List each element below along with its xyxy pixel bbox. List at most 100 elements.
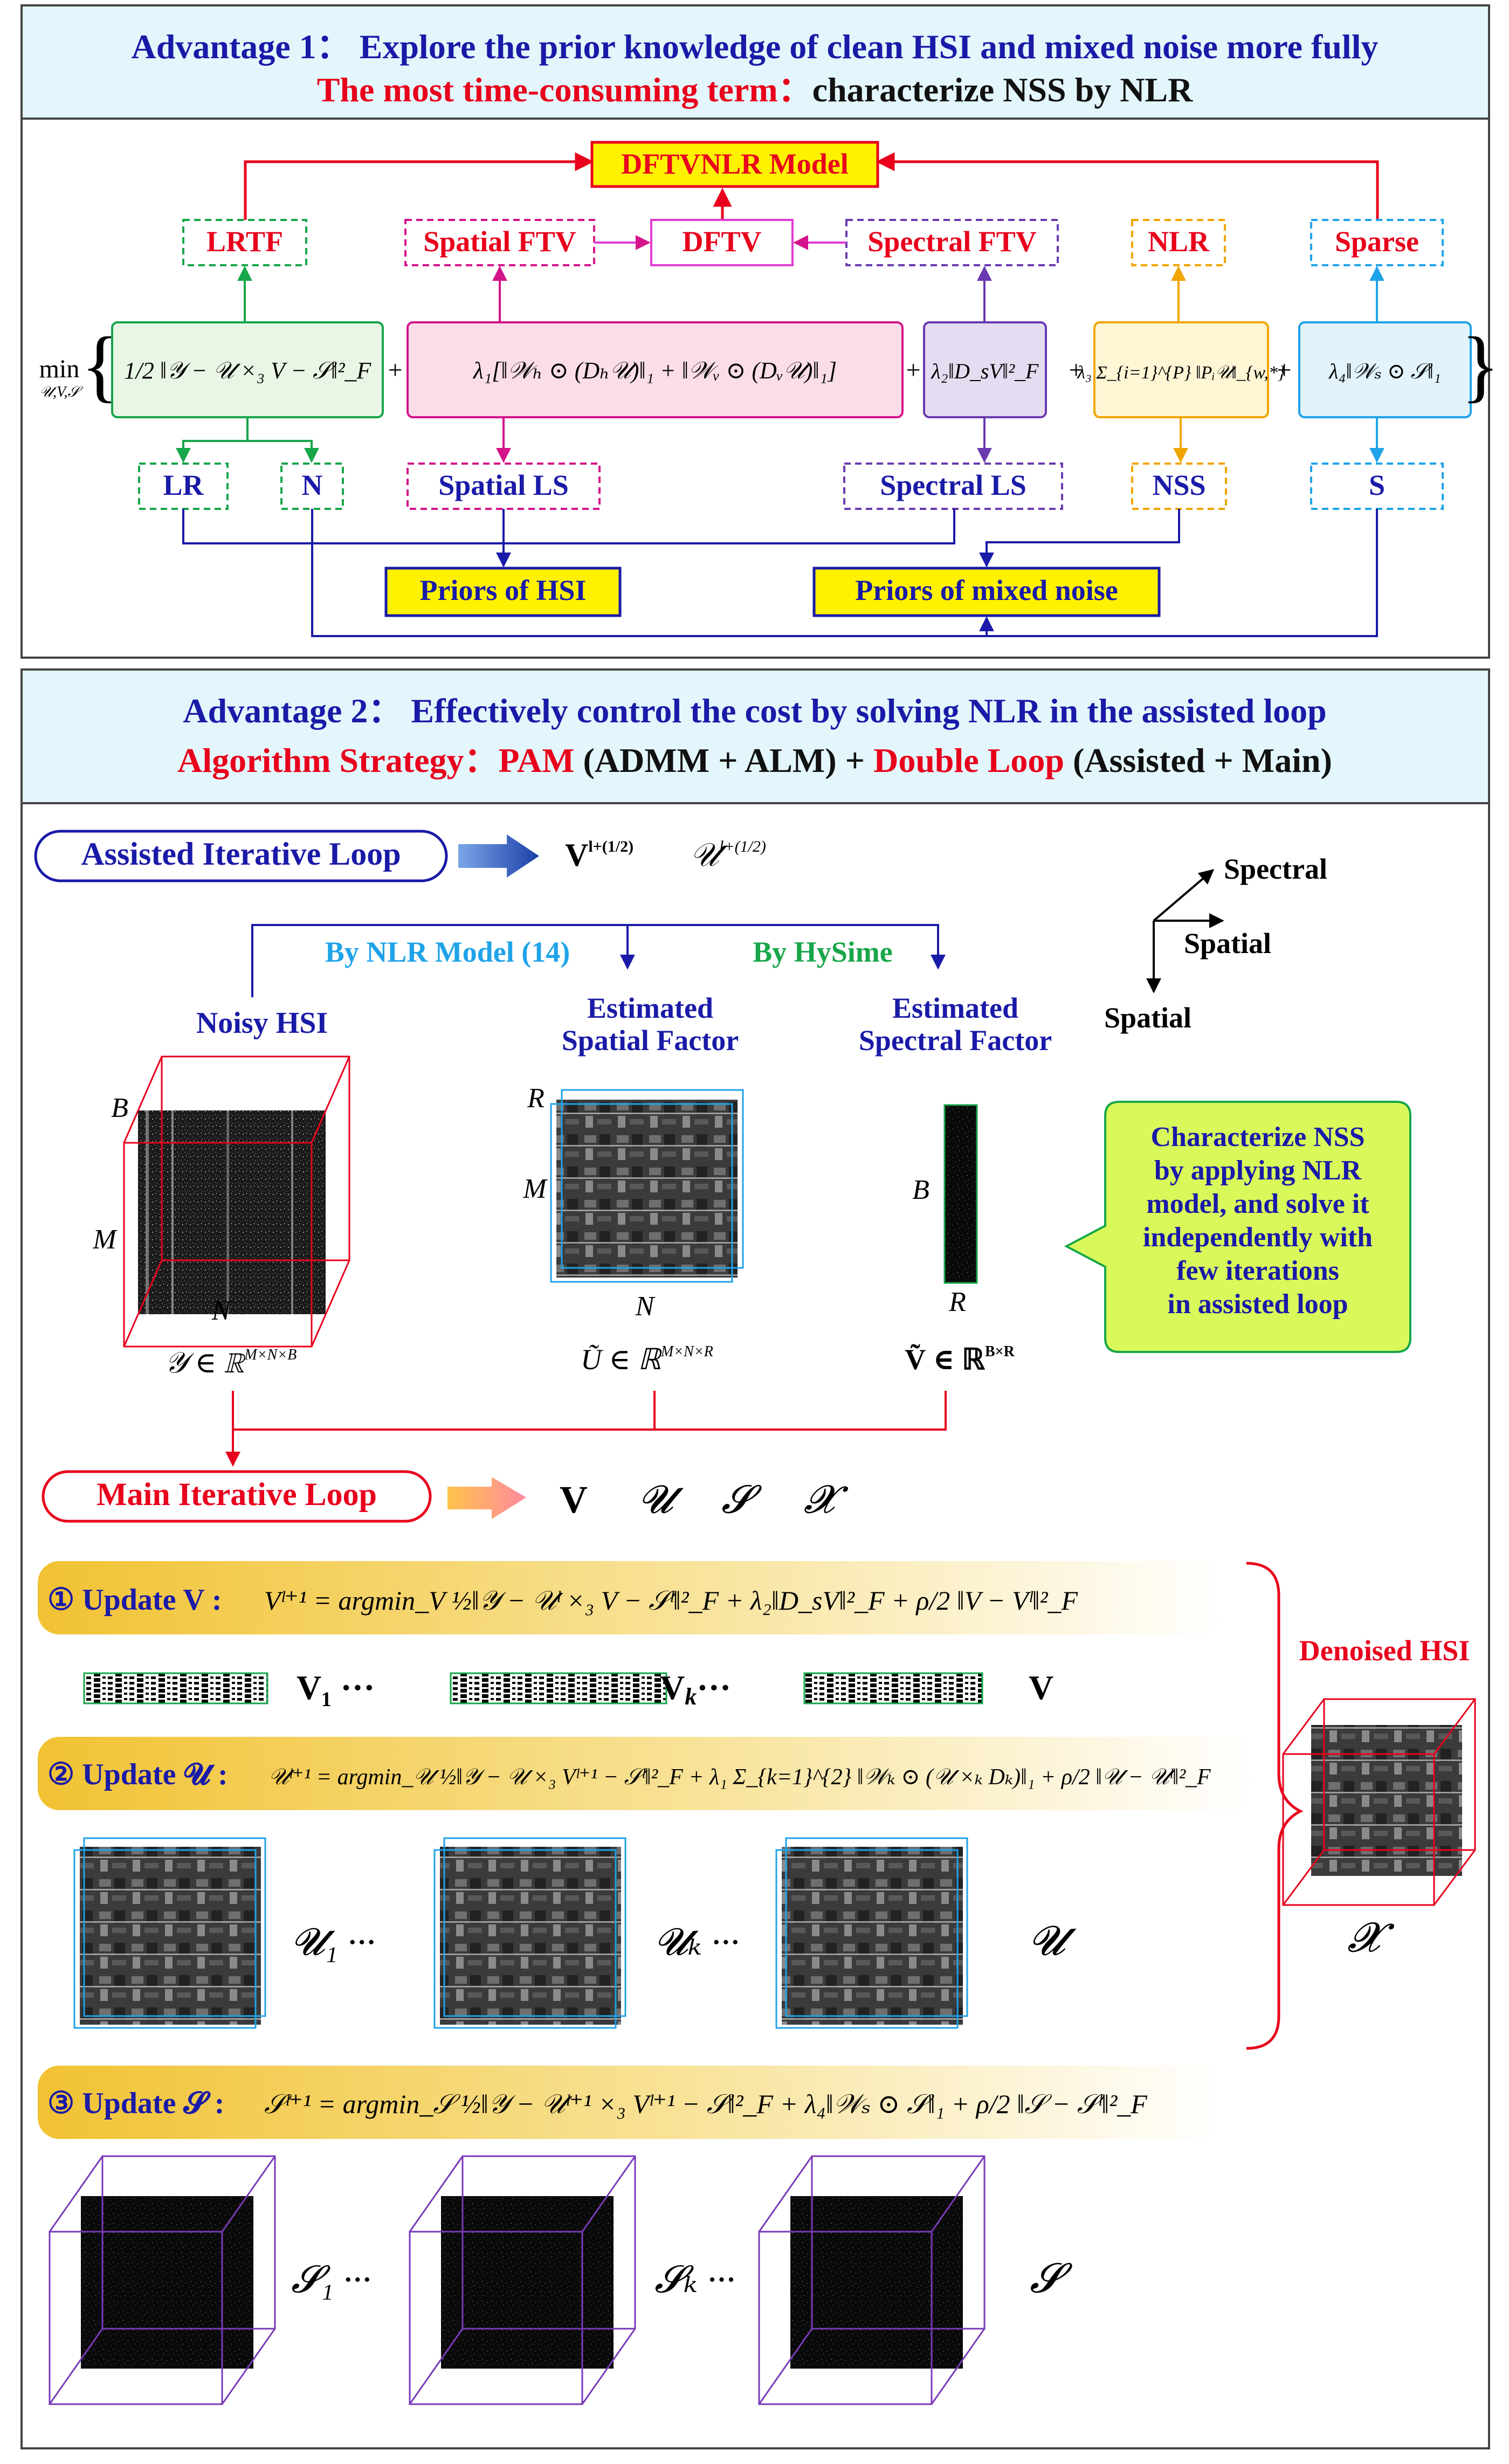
- term5-text: λ₄‖𝒲ₛ ⊙ 𝒮‖₁: [1328, 359, 1441, 383]
- u1-label: 𝓤₁ ···: [291, 1922, 375, 1963]
- update-v-label: ① Update V :: [47, 1583, 222, 1617]
- callout-line-1: Characterize NSS: [1150, 1122, 1365, 1152]
- link-n-s-noise: [311, 509, 1378, 637]
- priors-hsi-box: [384, 567, 622, 617]
- s-label: S: [1369, 469, 1385, 501]
- noisy-dim-m: M: [92, 1224, 118, 1255]
- est-spectral-label-1: Estimated: [892, 992, 1018, 1024]
- noisy-dim-n: N: [211, 1295, 232, 1326]
- est-spectral-label-2: Spectral Factor: [859, 1024, 1052, 1057]
- spectral-ftv-label: Spectral FTV: [867, 225, 1036, 258]
- spectral-ls-label: Spectral LS: [880, 469, 1026, 501]
- v-label: V: [1029, 1668, 1053, 1707]
- nlr-box: [1131, 219, 1226, 266]
- update-v-bar: [38, 1561, 1224, 1634]
- axis-spectral-label: Spectral: [1224, 853, 1327, 885]
- panel2-header: [20, 668, 1490, 804]
- spectral-factor-bar: [943, 1104, 978, 1284]
- vk-label: Vk···: [660, 1668, 731, 1710]
- uk-label: 𝓤ₖ ···: [654, 1922, 740, 1963]
- assisted-out-v: Vl+(1/2): [565, 837, 633, 873]
- noisy-dim-b: B: [111, 1093, 128, 1123]
- close-brace: }: [1461, 321, 1500, 410]
- update-s-bar: [38, 2066, 1224, 2139]
- by-nlr-label: By NLR Model (14): [325, 936, 570, 968]
- main-loop-label: Main Iterative Loop: [97, 1476, 377, 1512]
- callout-line-2: by applying NLR: [1154, 1155, 1362, 1186]
- axis-spatial-h-label: Spatial: [1184, 927, 1271, 960]
- assisted-out-u: 𝒰l+(1/2): [690, 837, 766, 873]
- priors-noise-label: Priors of mixed noise: [855, 574, 1118, 606]
- spatial-dim-m: M: [522, 1174, 548, 1204]
- min-operator: min: [39, 355, 80, 383]
- denoised-cube: [1282, 1698, 1476, 1906]
- spectral-dim-r: R: [948, 1287, 966, 1317]
- sparse-label: Sparse: [1335, 225, 1419, 258]
- plus-1: +: [388, 356, 402, 384]
- dftvnlr-model-label: DFTVNLR Model: [621, 148, 848, 180]
- sk-label: 𝓢ₖ ···: [654, 2259, 735, 2301]
- callout-line-3: model, and solve it: [1146, 1189, 1369, 1219]
- est-spatial-label-2: Spatial Factor: [562, 1024, 739, 1057]
- y-def: 𝒴 ∈ ℝM×N×B: [165, 1347, 297, 1379]
- arrow-term1-lr: [176, 417, 249, 463]
- dftv-label: DFTV: [683, 225, 762, 258]
- spectral-dim-b: B: [912, 1175, 929, 1205]
- term1-text: 1/2 ‖𝒴 − 𝒰 ×₃ V − 𝒮‖²_F: [124, 357, 372, 384]
- uk-cube: [433, 1837, 626, 2029]
- lrtf-label: LRTF: [206, 225, 283, 258]
- min-subscript: 𝒰,V,𝒮: [39, 384, 84, 401]
- spatial-ftv-label: Spatial FTV: [423, 225, 576, 258]
- main-arrow: [447, 1477, 526, 1519]
- callout-line-5: few iterations: [1176, 1255, 1339, 1286]
- u1-cube: [73, 1837, 266, 2029]
- v-def: Ṽ ∈ ℝB×R: [905, 1343, 1015, 1376]
- term5-box: [1298, 321, 1472, 418]
- lr-label: LR: [163, 469, 204, 501]
- panel1-header-line1: Advantage 1： Explore the prior knowledge…: [132, 27, 1379, 66]
- u-def: Ũ ∈ ℝM×N×R: [581, 1343, 713, 1376]
- spectral-ls-box: [843, 463, 1063, 510]
- arrow-term1-n: [247, 440, 319, 463]
- dftvnlr-model-box: [590, 141, 879, 188]
- red-link-right: [876, 152, 1379, 220]
- assisted-arrow: [458, 834, 539, 878]
- main-out-v: V: [560, 1478, 588, 1521]
- v1-strip: [83, 1672, 268, 1704]
- result-bracket: [1246, 1562, 1304, 2050]
- term2-text: λ₁[‖𝒲ₕ ⊙ (Dₕ𝒰)‖₁ + ‖𝒲ᵥ ⊙ (Dᵥ𝒰)‖₁]: [472, 357, 837, 384]
- priors-hsi-label: Priors of HSI: [420, 574, 587, 606]
- link-lr-priors: [182, 509, 955, 544]
- panel1-header: [20, 4, 1490, 120]
- panel2-header-line2: Algorithm Strategy：PAM (ADMM + ALM) + Do…: [177, 741, 1332, 779]
- sparse-box: [1310, 219, 1444, 266]
- vk-strip: [450, 1672, 667, 1704]
- update-s-eq: 𝒮ˡ⁺¹ = argmin_𝒮 ½‖𝒴 − 𝒰ˡ⁺¹ ×₃ Vˡ⁺¹ − 𝒮‖²…: [264, 2089, 1147, 2119]
- plus-4: +: [1277, 356, 1291, 384]
- panel2-frame: [20, 668, 1490, 2449]
- spatial-factor-cube: [550, 1089, 744, 1283]
- dftv-box: [650, 219, 794, 266]
- by-hysime-label: By HySime: [753, 936, 893, 968]
- s1-label: 𝓢₁ ···: [291, 2259, 371, 2301]
- noisy-hsi-cube: [123, 1055, 350, 1348]
- s-cube: [758, 2155, 986, 2405]
- assisted-loop-label: Assisted Iterative Loop: [81, 836, 401, 872]
- denoised-label: Denoised HSI: [1299, 1634, 1470, 1667]
- sk-cube: [409, 2155, 636, 2405]
- spatial-ls-box: [406, 463, 601, 510]
- spatial-ftv-box: [404, 219, 595, 266]
- panel1-header-black: characterize NSS by NLR: [812, 71, 1193, 109]
- panel1-header-red: The most time-consuming term：: [317, 71, 812, 109]
- red-link-left: [244, 152, 594, 220]
- link-nss-noise: [979, 509, 1180, 568]
- callout-line-6: in assisted loop: [1167, 1289, 1348, 1320]
- term4-text: λ₃ Σ_{i=1}^{P} ‖Pᵢ𝒰‖_{w,*}: [1077, 363, 1285, 383]
- u-cube: [775, 1837, 968, 2029]
- callout-bubble: [1064, 1101, 1411, 1353]
- panel1-header-line2: The most time-consuming term：characteriz…: [317, 71, 1193, 109]
- assisted-loop-pill: [34, 830, 448, 882]
- panel2-header-line1: Advantage 2： Effectively control the cos…: [183, 692, 1326, 730]
- nlr-label: NLR: [1148, 225, 1210, 258]
